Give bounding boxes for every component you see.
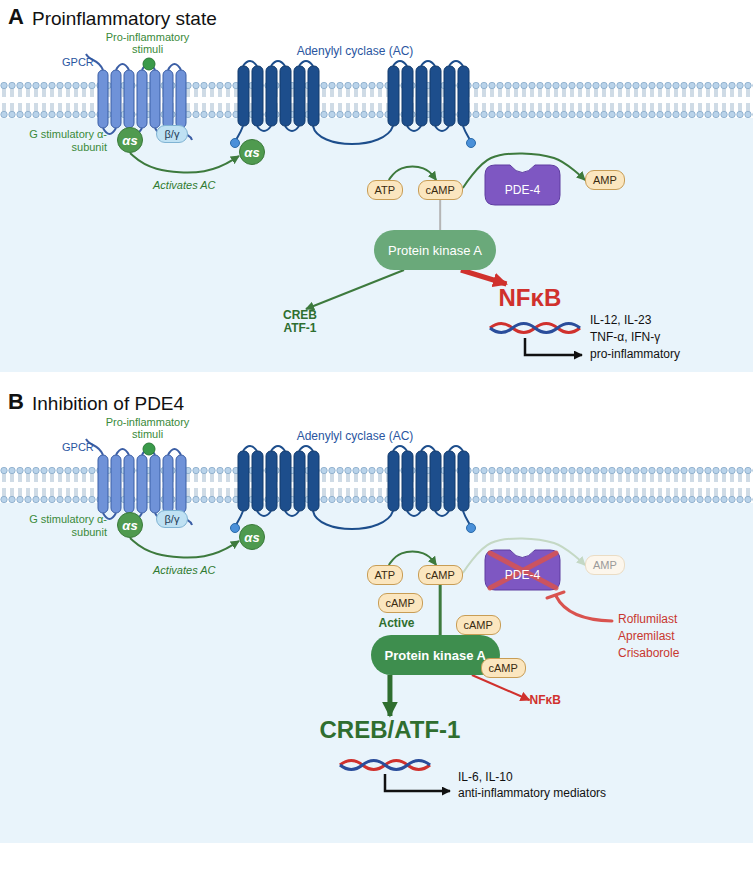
node-text: cAMP — [386, 596, 415, 610]
molecule-pill: cAMP — [378, 593, 423, 613]
node-text: cAMP — [489, 661, 518, 675]
node-text: ATP — [375, 568, 396, 582]
node-text: PDE-4 — [505, 568, 540, 582]
alpha-subunit: αs — [117, 127, 143, 153]
drug-name: Crisaborole — [618, 646, 679, 660]
stimulus-label: Pro-inflammatory stimuli — [100, 31, 195, 55]
drug-name: Roflumilast — [618, 612, 677, 626]
connector — [439, 585, 442, 635]
connector — [130, 538, 239, 557]
cytokine-label: pro-inflammatory — [590, 347, 680, 361]
kinase: Protein kinase A — [374, 230, 496, 270]
node-text: αs — [244, 145, 259, 160]
connector — [387, 675, 392, 716]
node-text: β/γ — [165, 513, 180, 525]
molecule-pill: AMP — [585, 170, 625, 190]
alpha-subunit: αs — [239, 524, 265, 550]
stimulus-label: Pro-inflammatory stimuli — [100, 416, 195, 440]
node-text: Protein kinase A — [385, 648, 486, 663]
molecule-pill: cAMP — [418, 180, 463, 200]
connector — [472, 675, 530, 700]
beta-gamma-subunit: β/γ — [156, 510, 189, 528]
alpha-subunit: αs — [239, 139, 265, 165]
inhibitor-line — [547, 592, 612, 621]
drug-name: Apremilast — [618, 629, 675, 643]
pde4-enzyme — [485, 165, 560, 205]
node-text: αs — [122, 518, 137, 533]
node-text: NFκB — [530, 693, 561, 707]
node-heading: Adenylyl cyclase (AC) — [230, 429, 480, 443]
node-heading: GPCR — [62, 56, 94, 68]
node-text: cAMP — [464, 618, 493, 632]
connector — [389, 167, 436, 180]
node-heading: Active — [379, 616, 415, 630]
node-heading: Adenylyl cyclase (AC) — [230, 44, 480, 58]
node-text: ATP — [375, 183, 396, 197]
inhibition-cross — [490, 553, 556, 588]
edge-label: Activates AC — [151, 564, 218, 576]
transcription-factor: CREB ATF-1 — [276, 309, 324, 335]
transcription-factor: NFκB — [499, 284, 562, 312]
connector — [306, 270, 404, 309]
node-text: αs — [244, 530, 259, 545]
node-text: αs — [122, 133, 137, 148]
node-text: cAMP — [426, 183, 455, 197]
cytokine-label: TNF-α, IFN-γ — [590, 330, 660, 344]
molecule-pill: AMP — [585, 555, 625, 575]
subunit-label: G stimulatory α-subunit — [22, 513, 107, 539]
cytokine-label: IL-6, IL-10 — [458, 770, 513, 784]
node-text: CREB/ATF-1 — [320, 716, 461, 744]
connector — [389, 552, 436, 565]
connector — [130, 153, 239, 172]
cytokine-label: IL-12, IL-23 — [590, 313, 651, 327]
molecule-pill: cAMP — [456, 615, 501, 635]
cytoplasm — [0, 118, 753, 372]
alpha-subunit: αs — [117, 512, 143, 538]
node-text: NFκB — [499, 284, 562, 312]
node-text: AMP — [593, 173, 617, 187]
adenylyl-cyclase: Adenylyl cyclase (AC) — [230, 44, 480, 134]
transcription-factor: NFκB — [530, 693, 561, 707]
panel-title: Inhibition of PDE4 — [32, 393, 184, 415]
node-text: β/γ — [165, 128, 180, 140]
transcription-factor: CREB/ATF-1 — [320, 716, 461, 744]
molecule-pill: ATP — [367, 565, 404, 585]
node-text: Protein kinase A — [388, 243, 482, 258]
cytoplasm — [0, 503, 753, 843]
panel-title: Proinflammatory state — [32, 8, 217, 30]
node-text: CREB ATF-1 — [276, 309, 324, 335]
beta-gamma-subunit: β/γ — [156, 125, 189, 143]
panel-letter: A — [8, 4, 24, 30]
pde4-enzyme: PDE-4 — [485, 176, 560, 204]
dna-helix — [340, 324, 580, 770]
edge-label: Activates AC — [151, 179, 218, 191]
node-heading: GPCR — [62, 441, 94, 453]
connector — [439, 200, 441, 230]
molecule-pill: cAMP — [481, 658, 526, 678]
molecule-pill: ATP — [367, 180, 404, 200]
node-text: cAMP — [426, 568, 455, 582]
subunit-label: G stimulatory α-subunit — [22, 128, 107, 154]
connector — [461, 270, 507, 284]
node-text: PDE-4 — [505, 183, 540, 197]
adenylyl-cyclase: Adenylyl cyclase (AC) — [230, 429, 480, 519]
node-text: AMP — [593, 558, 617, 572]
connector — [463, 538, 585, 573]
connector — [463, 153, 585, 188]
molecule-pill: cAMP — [418, 565, 463, 585]
panel-letter: B — [8, 389, 24, 415]
pde4-enzyme: PDE-4 — [485, 561, 560, 589]
gpcr-receptor: GPCR — [62, 56, 192, 132]
pde4-enzyme — [485, 550, 560, 590]
cytokine-label: anti-inflammatory mediators — [458, 786, 606, 800]
gpcr-receptor: GPCR — [62, 441, 192, 517]
